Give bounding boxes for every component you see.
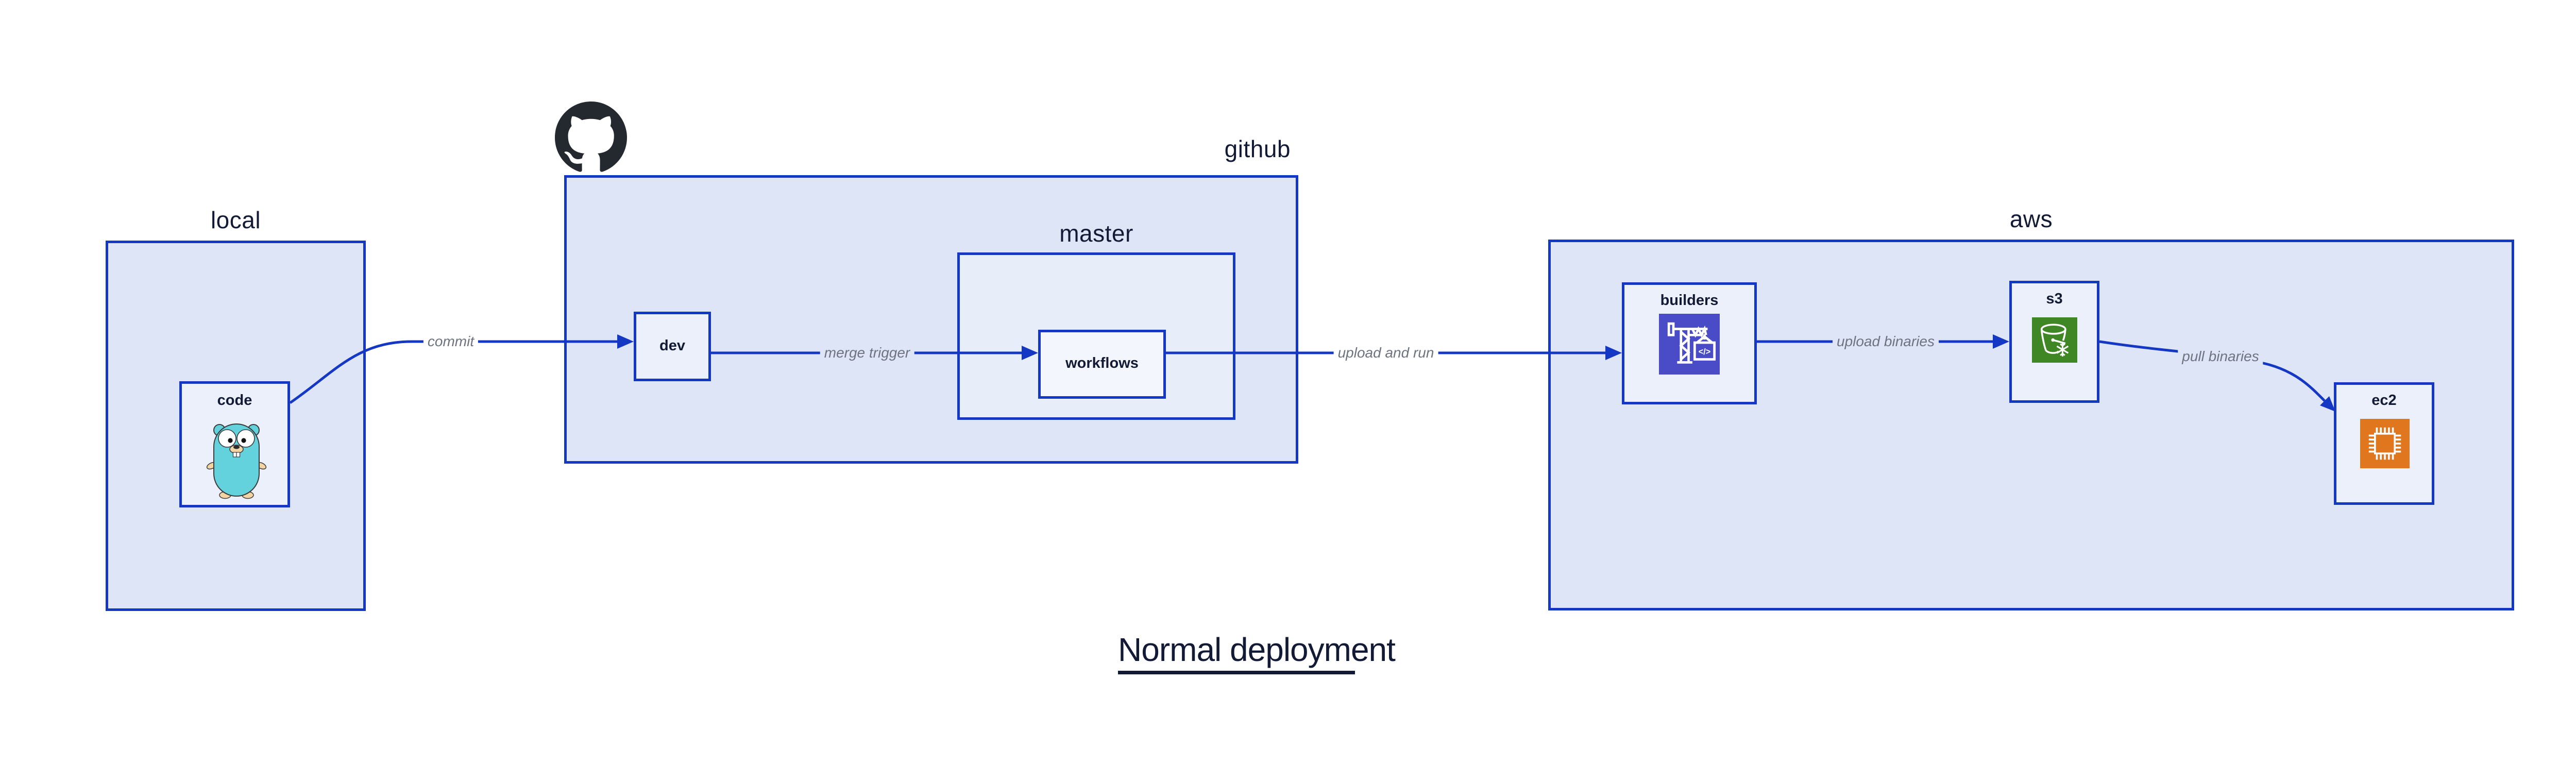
group-label-local: local — [210, 207, 261, 233]
diagram-title: Normal deployment — [1118, 631, 1396, 674]
node-label-ec2: ec2 — [2371, 392, 2397, 409]
node-code: code — [179, 381, 290, 507]
node-s3: s3 — [2009, 281, 2099, 403]
node-ec2: ec2 — [2334, 382, 2434, 505]
node-builders: builders </> — [1622, 282, 1757, 404]
github-octocat-logo — [555, 101, 627, 172]
edge-label-commit: commit — [423, 332, 479, 351]
group-label-master: master — [1059, 220, 1133, 247]
node-label-dev: dev — [659, 337, 685, 354]
aws-ec2-icon — [2360, 419, 2410, 468]
node-label-s3: s3 — [2046, 291, 2063, 307]
node-label-builders: builders — [1660, 292, 1719, 309]
node-dev: dev — [634, 312, 711, 381]
aws-s3-glacier-icon — [2032, 317, 2077, 363]
edge-label-pull-binaries: pull binaries — [2178, 347, 2263, 366]
go-gopher-icon — [206, 423, 267, 499]
node-workflows: workflows — [1038, 330, 1166, 399]
group-label-aws: aws — [2009, 206, 2053, 232]
edge-label-upload-binaries: upload binaries — [1833, 332, 1939, 351]
node-label-workflows: workflows — [1065, 355, 1139, 372]
group-label-github: github — [1224, 135, 1291, 162]
svg-text:</>: </> — [1699, 347, 1710, 356]
node-label-code: code — [217, 392, 252, 409]
edge-label-merge-trigger: merge trigger — [820, 344, 914, 362]
edge-label-upload-and-run: upload and run — [1333, 344, 1438, 362]
aws-codebuild-icon: </> — [1659, 314, 1720, 375]
